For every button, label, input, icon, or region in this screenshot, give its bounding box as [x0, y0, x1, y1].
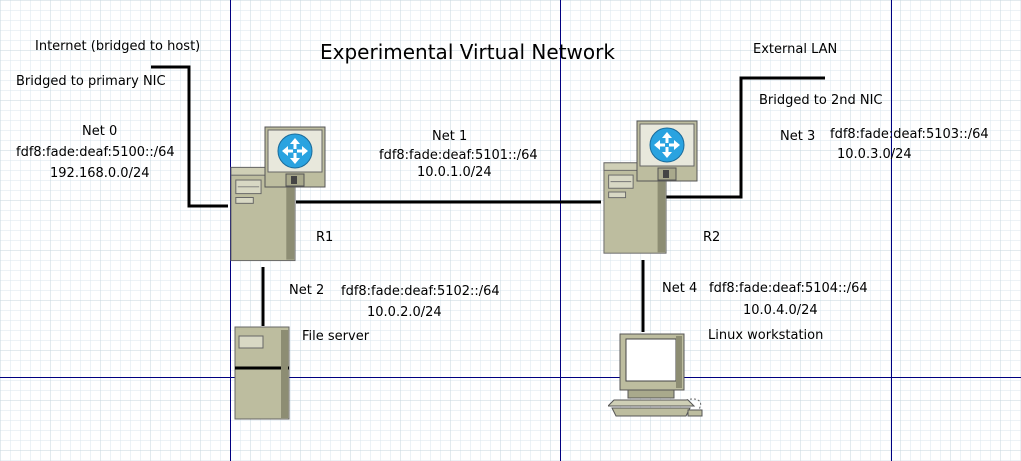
internet-bridge-label: Bridged to primary NIC: [16, 74, 166, 89]
net1-ipv4: 10.0.1.0/24: [417, 165, 492, 180]
net2-ipv6: fdf8:fade:deaf:5102::/64: [341, 284, 500, 299]
net1-name: Net 1: [432, 129, 467, 144]
net0-link: [151, 65, 228, 208]
net3-ipv6: fdf8:fade:deaf:5103::/64: [830, 127, 989, 142]
file-server-label: File server: [302, 329, 370, 344]
net3-ipv4: 10.0.3.0/24: [837, 147, 912, 162]
net0-ipv6: fdf8:fade:deaf:5100::/64: [16, 145, 175, 160]
external-lan-label: External LAN: [753, 42, 837, 57]
net1-ipv6: fdf8:fade:deaf:5101::/64: [379, 148, 538, 163]
net4-ipv6: fdf8:fade:deaf:5104::/64: [709, 281, 868, 296]
net2-name: Net 2: [289, 283, 324, 298]
router-r2-icon[interactable]: [636, 120, 698, 182]
diagram-title: Experimental Virtual Network: [320, 40, 615, 64]
r2-label: R2: [703, 230, 720, 245]
internet-label: Internet (bridged to host): [35, 39, 200, 54]
net0-name: Net 0: [82, 124, 117, 139]
net3-link: [637, 76, 825, 199]
net0-ipv4: 192.168.0.0/24: [50, 166, 150, 181]
r1-label: R1: [316, 230, 333, 245]
net2-ipv4: 10.0.2.0/24: [367, 305, 442, 320]
workstation-label: Linux workstation: [708, 328, 823, 343]
net4-name: Net 4: [662, 281, 697, 296]
net3-name: Net 3: [780, 129, 815, 144]
router-r1-icon[interactable]: [264, 126, 326, 188]
net4-ipv4: 10.0.4.0/24: [743, 303, 818, 318]
file-server-icon[interactable]: [234, 326, 290, 420]
external-bridge-label: Bridged to 2nd NIC: [759, 93, 882, 108]
